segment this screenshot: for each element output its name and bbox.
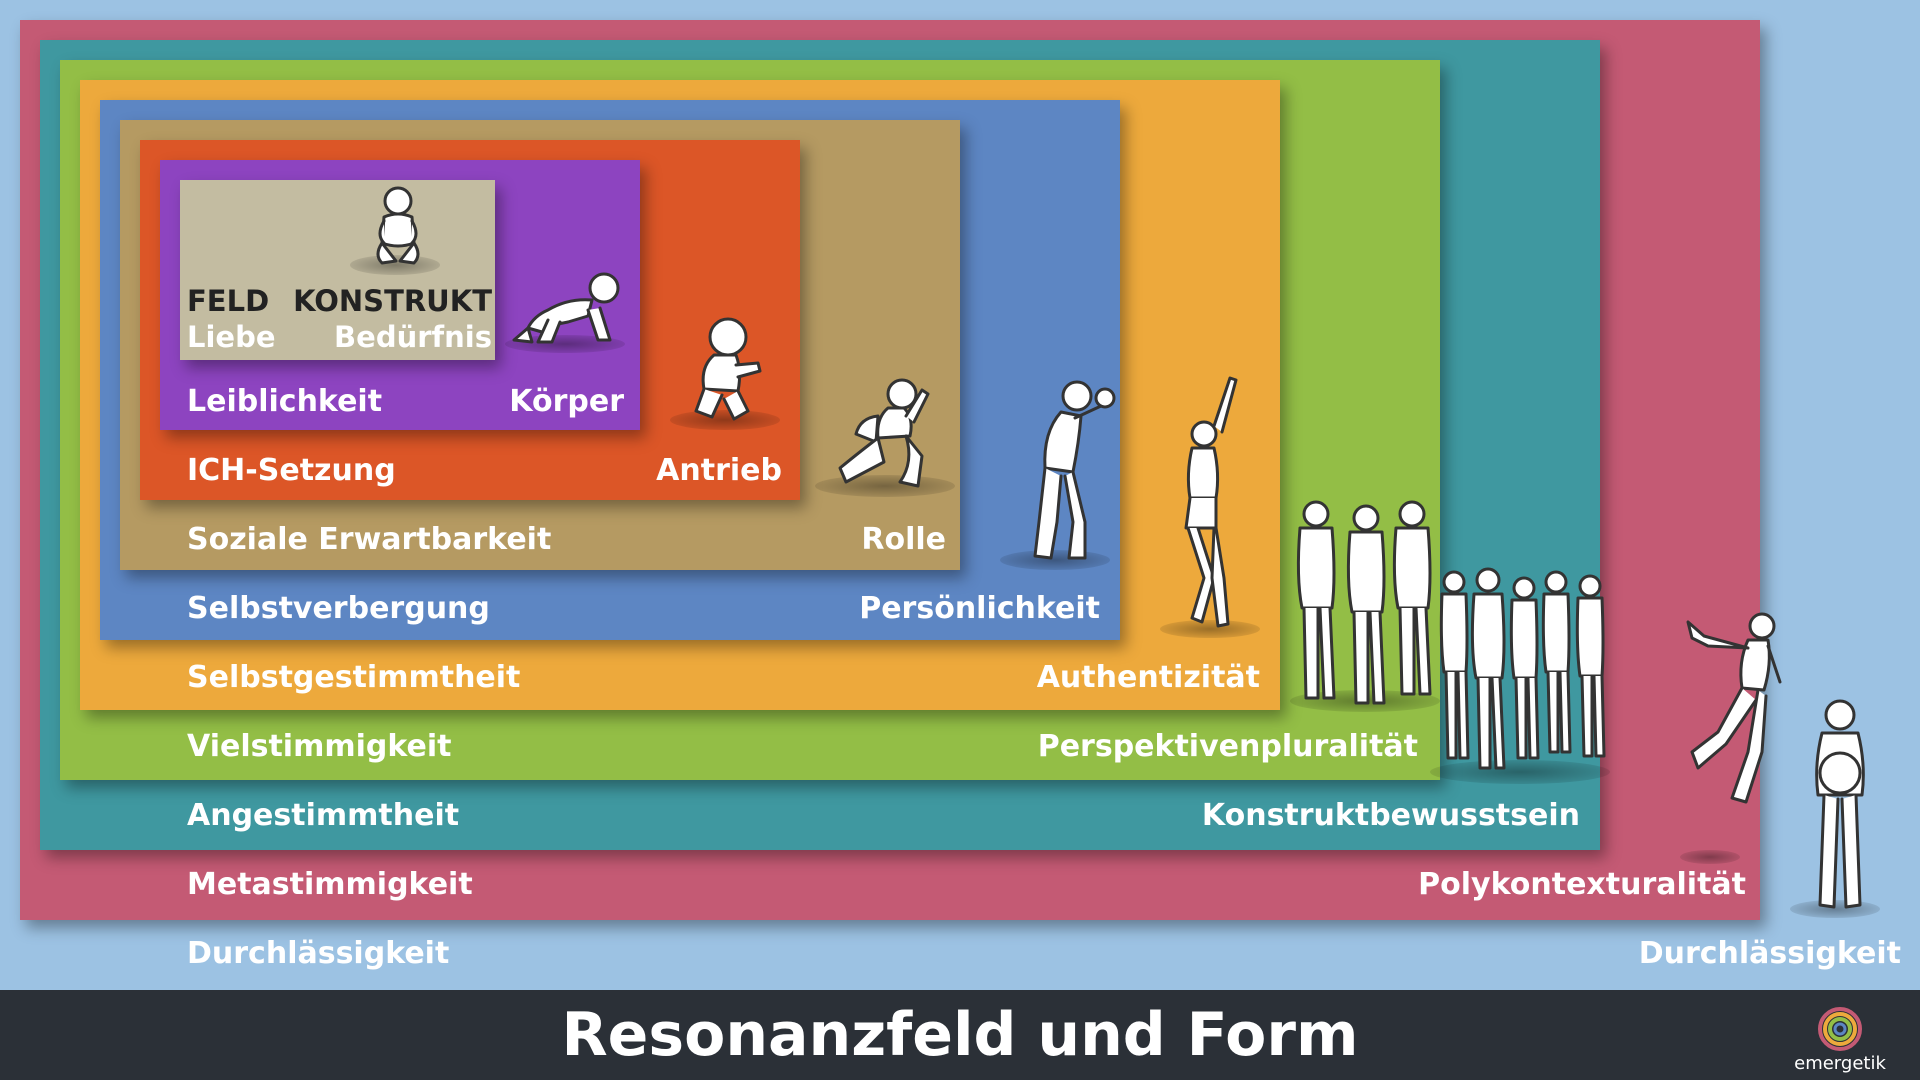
brand-name: emergetik <box>1794 1053 1886 1074</box>
core-konstrukt-heading: KONSTRUKT <box>293 284 492 318</box>
footer-bar <box>0 990 1920 1080</box>
girl-crouching-illustration <box>838 378 930 488</box>
construct-label-konstruktbewusstsein: Konstruktbewusstsein <box>1201 798 1580 833</box>
construct-label-rolle: Rolle <box>861 522 946 557</box>
man-magnifying-glass-illustration <box>1033 380 1116 560</box>
construct-label-persoenlichkeit: Persönlichkeit <box>859 591 1100 626</box>
jumping-man-illustration <box>1686 612 1782 804</box>
construct-label-antrieb: Antrieb <box>656 453 782 488</box>
construct-label-polykontexturalitaet: Polykontexturalität <box>1418 867 1746 902</box>
field-label-ich-setzung: ICH-Setzung <box>187 453 396 488</box>
construct-label-perspektivenpluralitaet: Perspektivenpluralität <box>1037 729 1418 764</box>
baby-crawling-illustration <box>512 272 620 344</box>
field-label-soziale-erwartbarkeit: Soziale Erwartbarkeit <box>187 522 552 557</box>
construct-label-koerper: Körper <box>509 384 624 419</box>
group-of-five-illustration <box>1439 567 1606 770</box>
child-crouching-illustration <box>694 317 762 421</box>
field-label-durchlaessigkeit: Durchlässigkeit <box>187 936 450 971</box>
core-konstrukt-label: Bedürfnis <box>334 320 492 354</box>
construct-label-durchlaessigkeit: Durchlässigkeit <box>1638 936 1901 971</box>
field-label-vielstimmigkeit: Vielstimmigkeit <box>187 729 452 764</box>
core-feld-heading: FELD <box>187 284 270 318</box>
field-label-metastimmigkeit: Metastimmigkeit <box>187 867 473 902</box>
emergetik-logo-icon <box>1818 1007 1862 1051</box>
field-label-leiblichkeit: Leiblichkeit <box>187 384 383 419</box>
brand-logo: emergetik <box>1780 1005 1900 1080</box>
box-core <box>180 180 495 360</box>
page-title: Resonanzfeld und Form <box>561 1000 1359 1070</box>
woman-with-globe-illustration <box>1815 699 1865 909</box>
field-label-selbstgestimmtheit: Selbstgestimmtheit <box>187 660 521 695</box>
woman-dancing-illustration <box>1184 376 1238 628</box>
core-feld-label: Liebe <box>187 320 276 354</box>
construct-label-authentizitaet: Authentizität <box>1036 660 1260 695</box>
field-label-angestimmtheit: Angestimmtheit <box>187 798 460 833</box>
field-label-selbstverbergung: Selbstverbergung <box>187 591 490 626</box>
baby-sitting-illustration <box>376 186 420 265</box>
group-of-three-illustration <box>1296 500 1432 705</box>
